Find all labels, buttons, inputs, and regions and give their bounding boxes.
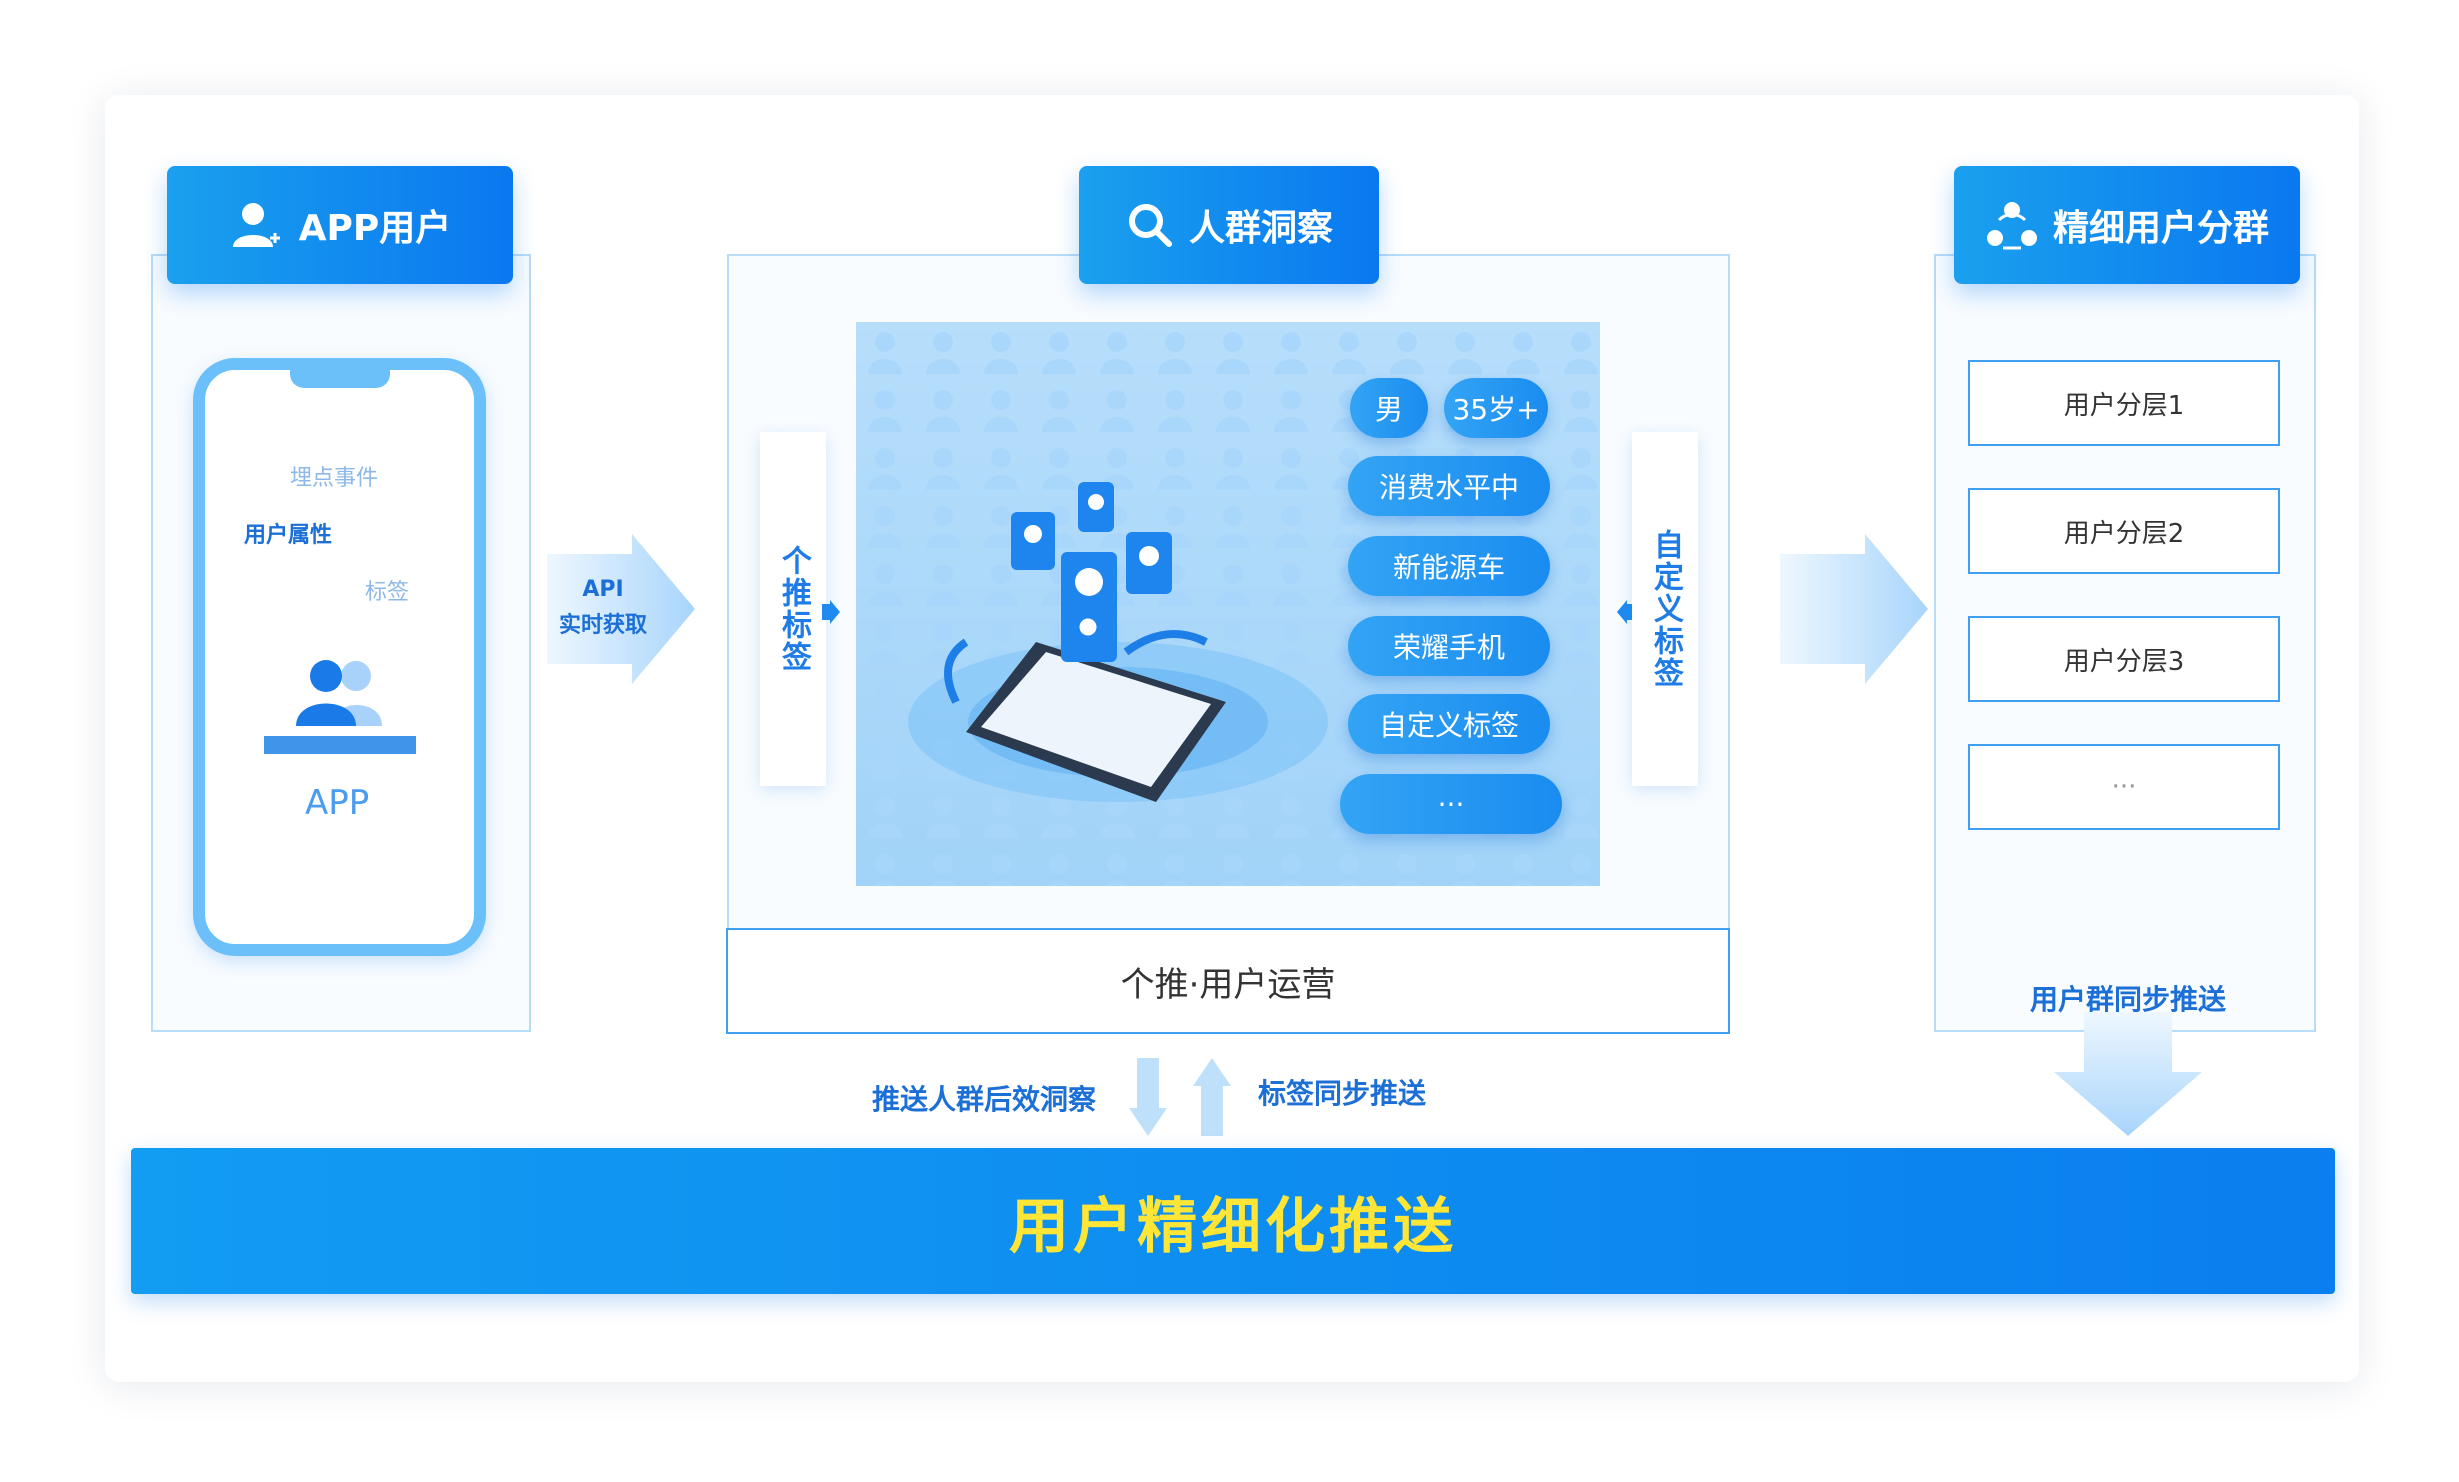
bottom-banner: 用户精细化推送	[131, 1148, 2335, 1294]
segment-box-1: 用户分层1	[1968, 360, 2280, 446]
app-label: APP	[305, 783, 370, 823]
custom-tags-box: 自定义标签	[1632, 432, 1698, 786]
app-underline	[264, 736, 416, 754]
api-label: API 实时获取	[548, 572, 658, 644]
down-small-arrow-icon	[1129, 1058, 1167, 1136]
insight-footer-label: 个推·用户运营	[1120, 964, 1336, 1005]
post-push-insight-label: 推送人群后效洞察	[872, 1083, 1097, 1116]
group-icon	[1986, 202, 2037, 250]
phone-label-attributes: 用户属性	[244, 523, 333, 548]
getui-tags-box: 个推标签	[760, 432, 826, 786]
user-icon	[232, 203, 280, 247]
api-label-line2: 实时获取	[558, 613, 647, 638]
tag-pill-ev: 新能源车	[1348, 536, 1550, 596]
insight-title: 人群洞察	[1188, 208, 1333, 249]
search-icon	[1128, 204, 1172, 247]
custom-tags-label: 自定义标签	[1648, 529, 1683, 689]
tag-sync-label: 标签同步推送	[1258, 1077, 1427, 1110]
getui-tags-label: 个推标签	[776, 545, 811, 673]
tag-pill-age: 35岁+	[1444, 378, 1548, 438]
phone-label-events: 埋点事件	[290, 466, 379, 491]
phone-label-tags: 标签	[365, 580, 410, 605]
api-label-line1: API	[582, 577, 624, 602]
tag-pill-custom: 自定义标签	[1348, 694, 1550, 754]
down-arrow-icon	[2054, 1012, 2202, 1136]
app-user-title-tab: APP用户	[167, 166, 513, 284]
segment-box-3: 用户分层3	[1968, 616, 2280, 702]
app-user-title: APP用户	[298, 208, 452, 249]
flow-arrow-icon	[1780, 534, 1928, 684]
people-icon	[296, 660, 382, 726]
insight-footer-box: 个推·用户运营	[726, 928, 1730, 1034]
segment-box-more: ···	[1968, 744, 2280, 830]
phone-illustration	[193, 358, 486, 956]
tag-pill-honor-phone: 荣耀手机	[1348, 616, 1550, 676]
up-small-arrow-icon	[1193, 1058, 1231, 1136]
tag-pill-male: 男	[1350, 378, 1428, 438]
insight-title-tab: 人群洞察	[1079, 166, 1379, 284]
tag-pill-more: ···	[1340, 774, 1562, 834]
group-sync-label: 用户群同步推送	[2030, 983, 2227, 1016]
segment-title-tab: 精细用户分群	[1954, 166, 2300, 284]
phone-notch	[290, 358, 390, 388]
tag-pill-consumption: 消费水平中	[1348, 456, 1550, 516]
segment-title: 精细用户分群	[2052, 208, 2269, 249]
bottom-banner-title: 用户精细化推送	[1009, 1191, 1457, 1262]
left-pointer-icon	[1617, 600, 1635, 624]
segment-box-2: 用户分层2	[1968, 488, 2280, 574]
api-arrow-icon	[547, 534, 695, 684]
right-pointer-icon	[822, 600, 840, 624]
